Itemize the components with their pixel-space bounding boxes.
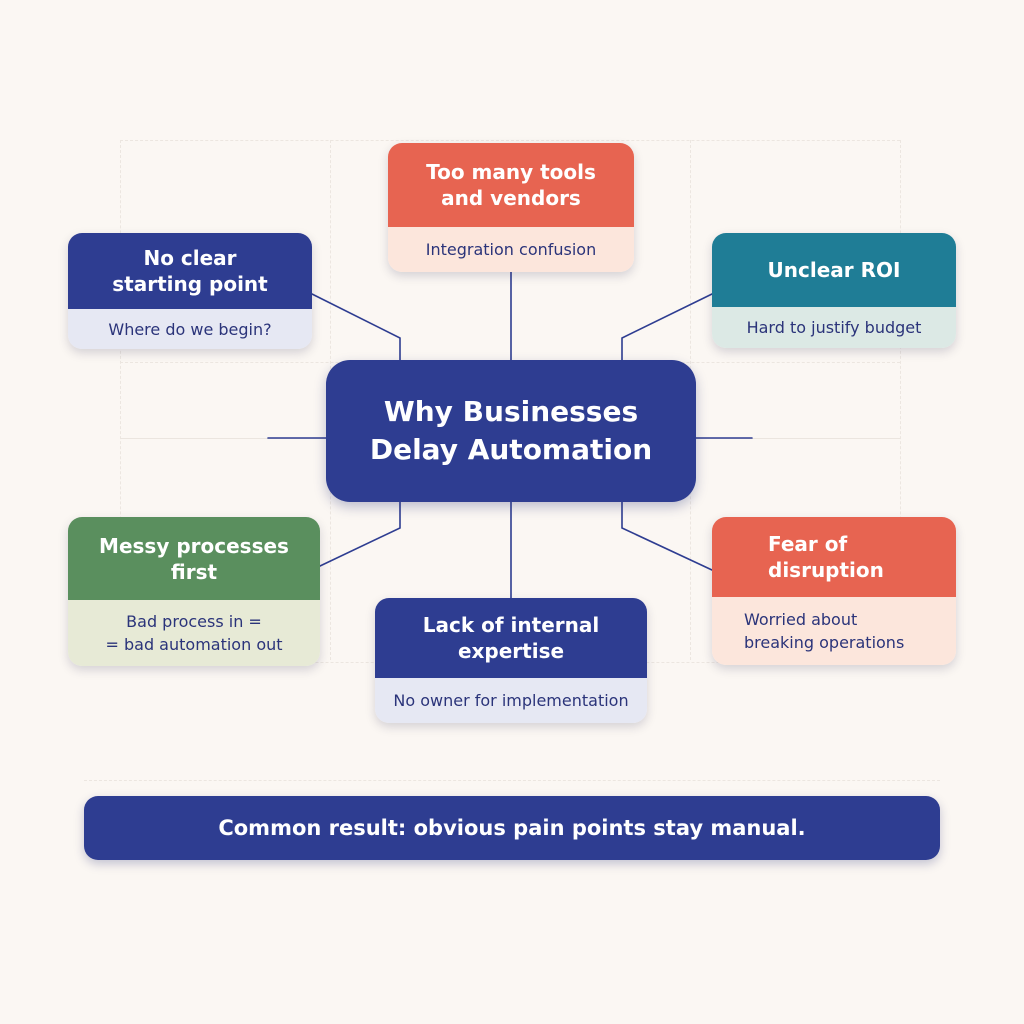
card-title: Unclear ROI [712, 233, 956, 307]
grid-line [84, 780, 940, 781]
card-title-line: and vendors [441, 186, 581, 210]
card-title-line: No clear [143, 246, 237, 270]
card-messy-processes: Messy processes first Bad process in = =… [68, 517, 320, 666]
card-title-line: Messy processes [99, 533, 289, 558]
connector-line [311, 293, 401, 361]
card-fear-of-disruption: Fear of disruption Worried about breakin… [712, 517, 956, 665]
center-node: Why Businesses Delay Automation [326, 360, 696, 502]
card-description-line: Bad process in = [126, 612, 262, 631]
card-title-line: Too many tools [426, 160, 596, 184]
footer-banner: Common result: obvious pain points stay … [84, 796, 940, 860]
card-title-line: Fear of [768, 532, 848, 556]
card-description-line: Integration confusion [425, 240, 597, 259]
card-title: No clear starting point [68, 233, 312, 309]
card-no-clear-starting-point: No clear starting point Where do we begi… [68, 233, 312, 349]
card-description: Integration confusion [388, 227, 634, 272]
connector-line [621, 501, 713, 571]
grid-line [120, 140, 121, 660]
card-too-many-tools: Too many tools and vendors Integration c… [388, 143, 634, 272]
card-unclear-roi: Unclear ROI Hard to justify budget [712, 233, 956, 348]
card-title-line: expertise [457, 639, 565, 663]
card-title-line: disruption [768, 558, 884, 582]
grid-line [120, 140, 900, 141]
card-description-line: No owner for implementation [393, 691, 629, 710]
card-description: Worried about breaking operations [712, 597, 956, 665]
card-title: Messy processes first [68, 517, 320, 600]
grid-line [900, 140, 901, 660]
center-title-line: Delay Automation [369, 433, 653, 466]
footer-text: Common result: obvious pain points stay … [218, 816, 806, 840]
card-title-line: starting point [112, 272, 268, 296]
card-description-line: breaking operations [744, 633, 905, 652]
card-title: Fear of disruption [712, 517, 956, 597]
card-description-line: Worried about [744, 610, 858, 629]
card-description: Hard to justify budget [712, 307, 956, 348]
card-description-line: = bad automation out [105, 635, 283, 654]
connector-line [621, 293, 713, 361]
center-title-line: Why Businesses [383, 395, 639, 428]
card-description: No owner for implementation [375, 678, 647, 723]
card-title-line: Lack of internal [422, 613, 600, 637]
card-title: Lack of internal expertise [375, 598, 647, 678]
card-title-line: first [170, 559, 218, 584]
card-description-line: Hard to justify budget [746, 318, 922, 337]
card-description: Bad process in = = bad automation out [68, 600, 320, 666]
card-title: Too many tools and vendors [388, 143, 634, 227]
card-description: Where do we begin? [68, 309, 312, 349]
connector-line [319, 501, 401, 567]
card-description-line: Where do we begin? [108, 319, 272, 339]
card-lack-of-expertise: Lack of internal expertise No owner for … [375, 598, 647, 723]
card-title-line: Unclear ROI [767, 258, 901, 282]
